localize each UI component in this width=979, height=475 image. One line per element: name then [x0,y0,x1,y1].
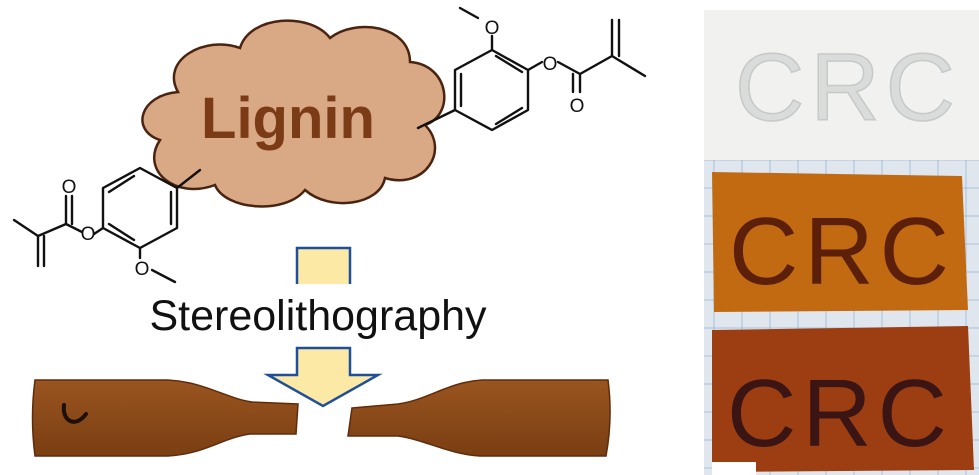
scale-bar [712,462,756,475]
upper-arrow-stub [295,246,352,284]
dogbone-right-half [347,379,611,457]
lower-methacrylate-unit [12,166,202,284]
upper-methoxy-oxygen: O [485,18,500,39]
sample-label-clear: CRC [735,34,961,141]
lower-methoxy-oxygen: O [135,259,150,280]
sample-label-brown: CRC [727,360,953,467]
sample-slab-clear [704,10,979,160]
lower-ester-oxygen: O [81,224,96,245]
process-label: Stereolithography [149,292,487,340]
upper-methacrylate-unit [416,6,647,132]
dogbone-specimen [31,379,611,457]
upper-carbonyl-oxygen: O [570,96,585,117]
lignin-cloud: Lignin [141,19,446,208]
crc-photo-panel: CRC CRC CRC [704,10,979,475]
lignin-label: Lignin [201,86,375,151]
upper-ester-oxygen: O [543,54,558,75]
sample-slab-brown [712,326,974,472]
sample-slab-orange [712,172,968,312]
c-mark [61,403,88,424]
down-arrow [263,346,383,408]
lower-carbonyl-oxygen: O [62,177,77,198]
sample-label-orange: CRC [729,198,955,305]
dogbone-left-half [31,379,299,457]
